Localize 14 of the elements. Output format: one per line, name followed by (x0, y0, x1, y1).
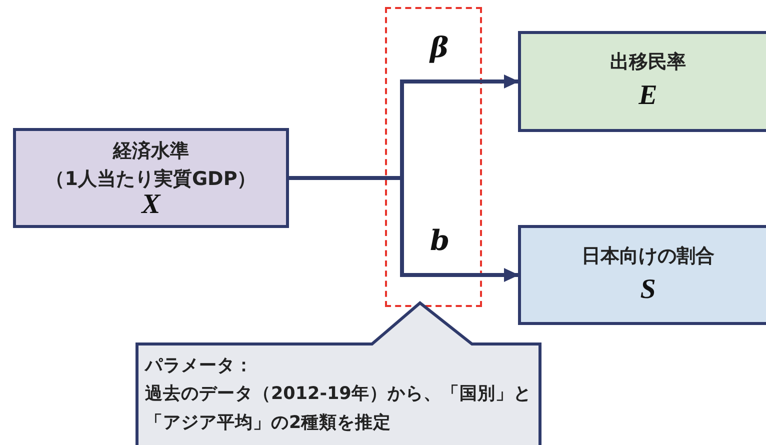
process-box (518, 225, 766, 325)
variable-symbol: X (140, 189, 162, 221)
arrow (289, 176, 519, 282)
process-box (13, 128, 289, 228)
process-box (518, 31, 766, 132)
callout-text: 過去のデータ（2012-19年）から、「国別」と「アジア平均」の2種類を推定 (145, 383, 532, 435)
variable-symbol: S (639, 274, 657, 306)
callout-heading: パラメータ： (145, 355, 254, 378)
box-title: 日本向けの割合 (580, 244, 716, 269)
box-title: 経済水準（1人当たり実質GDP） (44, 139, 258, 192)
callout-box (135, 301, 542, 445)
box-title: 出移民率 (609, 50, 687, 75)
edge-label: β (428, 32, 451, 62)
variable-symbol: E (638, 80, 658, 112)
